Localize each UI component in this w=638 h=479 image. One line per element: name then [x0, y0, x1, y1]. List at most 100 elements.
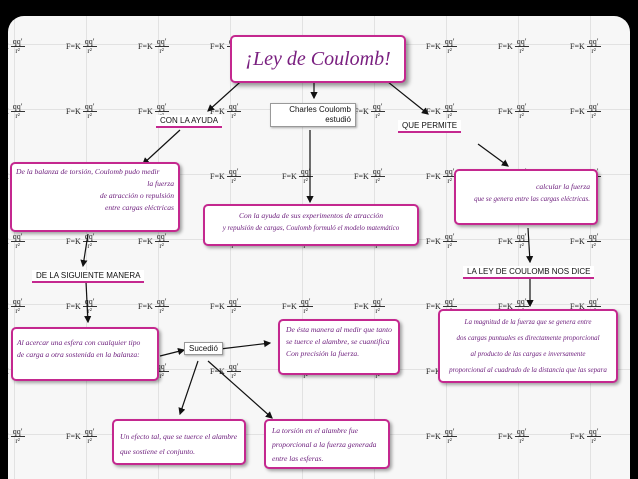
- formula-numerator: qq′: [154, 362, 169, 372]
- formula-denominator: r²: [15, 47, 20, 55]
- formula-prefix: F=K: [426, 302, 441, 311]
- medir-line: Con precisión la fuerza.: [286, 349, 360, 358]
- formula-tile: F=Kqq′r²: [8, 298, 25, 315]
- formula-numerator: qq′: [10, 37, 25, 47]
- formula-numerator: qq′: [10, 102, 25, 112]
- magnitud-line: proporcional al cuadrado de la distancia…: [449, 366, 607, 374]
- formula-prefix: F=K: [138, 237, 153, 246]
- box-medir: De ésta manera al medir que tanto se tue…: [278, 319, 400, 375]
- formula-fraction: qq′r²: [82, 297, 97, 315]
- formula-numerator: qq′: [514, 102, 529, 112]
- formula-numerator: qq′: [514, 297, 529, 307]
- formula-prefix: F=K: [570, 42, 585, 51]
- formula-denominator: r²: [159, 47, 164, 55]
- formula-denominator: r²: [591, 112, 596, 120]
- calcular-line: calcular la fuerza: [536, 182, 590, 191]
- formula-denominator: r²: [591, 47, 596, 55]
- formula-fraction: qq′r²: [226, 298, 241, 315]
- formula-denominator: r²: [159, 242, 164, 250]
- formula-prefix: F=K: [498, 302, 513, 311]
- formula-tile: F=Kqq′r²: [8, 103, 25, 120]
- formula-prefix: F=K: [354, 302, 369, 311]
- magnitud-line: dos cargas puntuales es directamente pro…: [456, 334, 600, 342]
- formula-prefix: F=K: [8, 302, 9, 311]
- formula-fraction: qq′r²: [298, 297, 313, 315]
- formula-numerator: qq′: [442, 427, 457, 437]
- formula-prefix: F=K: [8, 42, 9, 51]
- formula-numerator: qq′: [298, 167, 313, 177]
- formula-fraction: qq′r²: [82, 102, 97, 120]
- formula-fraction: qq′r²: [514, 38, 529, 55]
- box-efecto: Un efecto tal, que se tuerce el alambre …: [112, 419, 246, 465]
- formula-numerator: qq′: [370, 297, 385, 307]
- formula-numerator: qq′: [82, 427, 97, 437]
- formula-denominator: r²: [231, 242, 236, 250]
- formula-fraction: qq′r²: [10, 428, 25, 445]
- formula-denominator: r²: [87, 47, 92, 55]
- formula-prefix: F=K: [354, 172, 369, 181]
- arrow-sucedio-to-efecto: [178, 360, 199, 416]
- formula-denominator: r²: [87, 242, 92, 250]
- formula-prefix: F=K: [498, 107, 513, 116]
- formula-fraction: qq′r²: [442, 427, 457, 445]
- arrow-acercar-to-sucedio: [159, 347, 186, 357]
- formula-numerator: qq′: [10, 232, 25, 242]
- formula-numerator: qq′: [226, 362, 241, 372]
- formula-denominator: r²: [15, 437, 20, 445]
- formula-denominator: r²: [15, 112, 20, 120]
- medir-line: se tuerce el alambre, se cuantifica: [286, 337, 390, 346]
- formula-denominator: r²: [231, 372, 236, 380]
- arrow-que-permite-to-calcular: [477, 143, 509, 167]
- formula-tile: F=Kqq′r²: [8, 428, 25, 445]
- label-ley-dice: LA LEY DE COULOMB NOS DICE: [463, 266, 595, 279]
- balanza-line: entre cargas eléctricas: [104, 203, 174, 212]
- formula-denominator: r²: [15, 307, 20, 315]
- medir-line: De ésta manera al medir que tanto: [286, 325, 392, 334]
- formula-numerator: qq′: [442, 297, 457, 307]
- arrow-sucedio-to-medir: [219, 340, 272, 350]
- formula-fraction: qq′r²: [154, 298, 169, 315]
- formula-denominator: r²: [375, 242, 380, 250]
- formula-numerator: qq′: [82, 102, 97, 112]
- box-magnitud: La magnitud de la fuerza que se genera e…: [438, 309, 618, 383]
- formula-denominator: r²: [231, 307, 236, 315]
- formula-denominator: r²: [447, 177, 452, 185]
- formula-numerator: qq′: [586, 232, 601, 242]
- formula-denominator: r²: [591, 242, 596, 250]
- formula-denominator: r²: [447, 47, 452, 55]
- formula-numerator: qq′: [514, 427, 529, 437]
- formula-numerator: qq′: [82, 297, 97, 307]
- formula-denominator: r²: [87, 437, 92, 445]
- formula-numerator: qq′: [298, 297, 313, 307]
- formula-fraction: qq′r²: [226, 362, 241, 380]
- formula-prefix: F=K: [210, 107, 225, 116]
- formula-numerator: qq′: [10, 297, 25, 307]
- formula-fraction: qq′r²: [154, 233, 169, 250]
- formula-prefix: F=K: [66, 42, 81, 51]
- formula-numerator: qq′: [370, 167, 385, 177]
- formula-numerator: qq′: [586, 37, 601, 47]
- experimentos-line: y repulsión de cargas, Coulomb formuló e…: [222, 224, 400, 232]
- formula-prefix: F=K: [570, 107, 585, 116]
- formula-prefix: F=K: [210, 367, 225, 376]
- box-balanza: De la balanza de torsión, Coulomb pudo m…: [10, 162, 180, 232]
- formula-denominator: r²: [519, 47, 524, 55]
- formula-numerator: qq′: [82, 232, 97, 242]
- formula-denominator: r²: [303, 372, 308, 380]
- formula-denominator: r²: [159, 307, 164, 315]
- charles-line2: estudió: [325, 115, 351, 124]
